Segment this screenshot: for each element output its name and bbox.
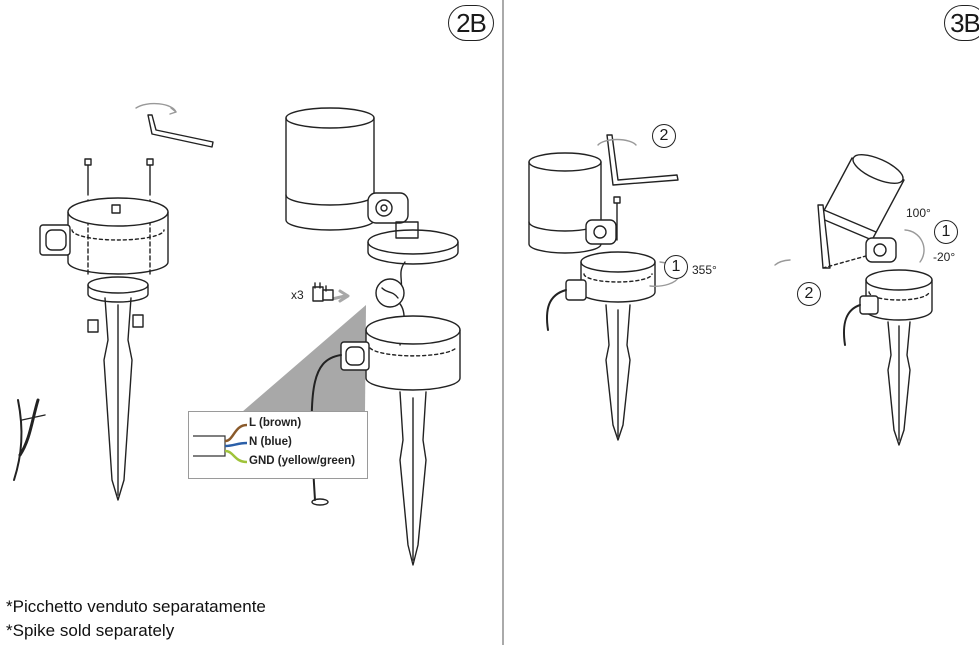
- tilt-up-label: 100°: [906, 206, 931, 220]
- note-english: *Spike sold separately: [6, 621, 175, 640]
- connector-multiplier: x3: [291, 288, 304, 302]
- rotate-lamp-icon: [528, 134, 681, 441]
- note-italian: *Picchetto venduto separatamente: [6, 597, 266, 616]
- junction-box-icon: [39, 197, 169, 275]
- wire-blue: [224, 441, 248, 448]
- marker-label: 1: [941, 223, 951, 240]
- connector-icon: [312, 282, 334, 302]
- wire-label-l: L (brown): [249, 417, 302, 429]
- wire-brown: [224, 423, 248, 443]
- wiring-legend: L (brown) N (blue) GND (yellow/green): [188, 411, 368, 479]
- tilt-down-label: -20°: [933, 250, 956, 264]
- step-marker-2a: 2: [652, 124, 676, 148]
- wire-green: [224, 449, 248, 464]
- rotate-angle-label: 355°: [692, 263, 717, 277]
- hex-key-icon: [135, 102, 214, 148]
- step-badge-2b: 2B: [448, 5, 494, 41]
- tilt-lamp-icon: [774, 154, 933, 446]
- step-marker-1a: 1: [664, 255, 688, 279]
- wire-label-gnd: GND (yellow/green): [249, 455, 356, 467]
- marker-label: 2: [804, 285, 814, 302]
- step-label: 3B: [950, 7, 979, 38]
- step-badge-3b: 3B: [944, 5, 979, 41]
- marker-label: 1: [671, 258, 681, 275]
- junction-box-assembled-icon: [310, 315, 461, 566]
- marker-label: 2: [659, 127, 669, 144]
- step-label: 2B: [456, 7, 487, 38]
- wiring-callout: [242, 278, 405, 412]
- step-marker-1b: 1: [934, 220, 958, 244]
- spike-icon: [87, 276, 149, 501]
- wire-diagram: [193, 423, 248, 464]
- cable-end-icon: [13, 398, 46, 481]
- step-marker-2b: 2: [797, 282, 821, 306]
- wire-label-n: N (blue): [249, 436, 292, 448]
- lamp-head-icon: [285, 107, 409, 231]
